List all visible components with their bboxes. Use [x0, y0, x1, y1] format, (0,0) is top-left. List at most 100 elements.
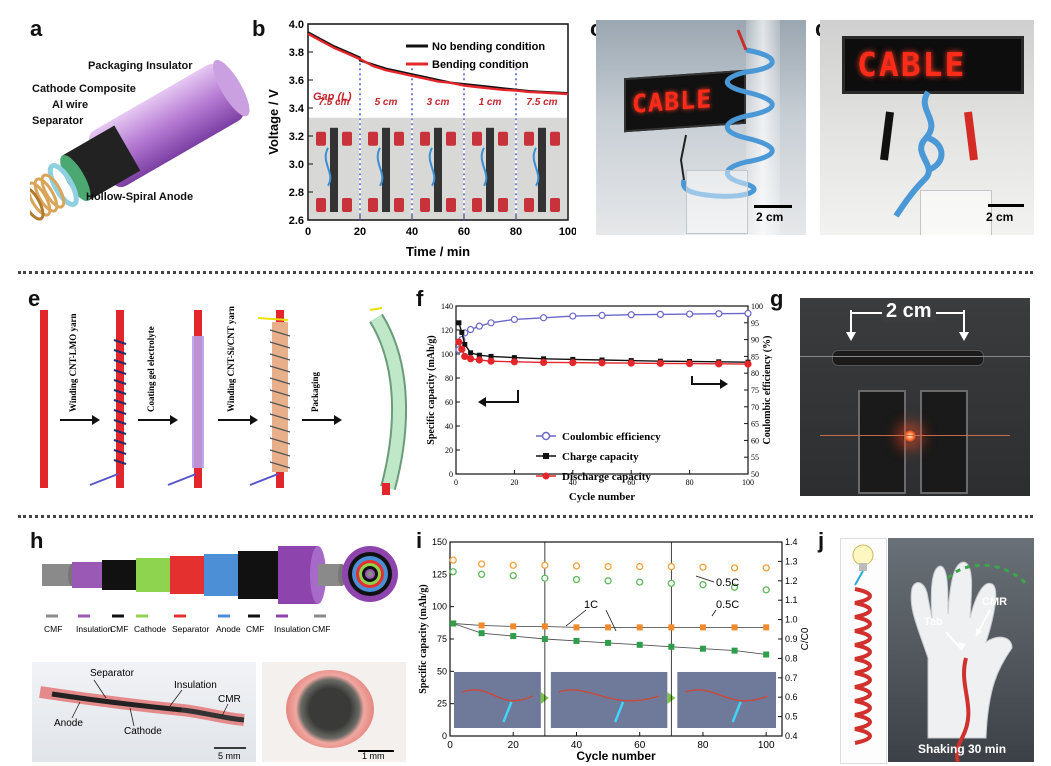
layer-cathode [136, 558, 170, 592]
x-tick-label: 100 [559, 226, 576, 238]
si-cnt-winding [272, 322, 288, 472]
led-sign-text: CABLE [857, 45, 967, 84]
operation-photos-strip [454, 671, 776, 728]
y-tick-label: 0 [442, 731, 447, 741]
x-tick-label: 100 [742, 478, 754, 487]
label-cmr: CMR [982, 596, 1008, 608]
y-tick-label: 3.6 [289, 75, 304, 87]
data-point [699, 624, 706, 631]
data-point [456, 320, 462, 326]
data-point [488, 353, 494, 359]
y-tick-label: 60 [445, 398, 453, 407]
legend-label: Anode [216, 624, 241, 634]
scale-label-5mm: 5 mm [218, 751, 241, 761]
cable-wire [376, 147, 384, 187]
data-point [541, 623, 548, 630]
y-axis-title: Voltage / V [266, 89, 281, 155]
data-point [487, 357, 495, 365]
data-point [636, 578, 644, 586]
layer-insulation-inner [72, 562, 102, 588]
y2-tick-label: 50 [751, 470, 759, 479]
y-tick-label: 150 [432, 537, 447, 547]
panel-label-g: g [770, 286, 784, 311]
data-point [667, 562, 675, 571]
wheel-icon [446, 198, 456, 212]
gap-value-label: 3 cm [427, 97, 450, 108]
data-point [569, 312, 577, 320]
layer-cmf-outer [238, 551, 278, 599]
y2-tick-label: 70 [751, 403, 759, 412]
data-point [604, 577, 612, 585]
legend-label: Insulation [76, 624, 113, 634]
gap-value-label: 7.5 cm [526, 97, 557, 108]
data-point [449, 568, 457, 576]
data-point [715, 310, 723, 318]
x-tick-label: 60 [458, 226, 470, 238]
series-line [458, 312, 749, 350]
caption-shaking: Shaking 30 min [918, 742, 1007, 756]
y-tick-label: 25 [437, 699, 447, 709]
data-point [466, 325, 475, 334]
data-point [627, 311, 635, 319]
x-tick-label: 20 [354, 226, 366, 238]
step-label-3: Winding CNT-Si/CNT yarn [226, 306, 236, 412]
data-point [461, 352, 469, 361]
x-tick-label: 20 [508, 740, 520, 751]
al-wire-layer [60, 155, 91, 202]
data-point [510, 358, 519, 366]
photo-label-anode: Anode [54, 718, 83, 729]
legend-label: Insulation [274, 624, 311, 634]
label-al-wire: Al wire [52, 99, 88, 111]
data-point [569, 359, 577, 367]
y2-tick-label: 100 [751, 302, 763, 311]
annotation-05c-upper: 0.5C [716, 577, 739, 589]
operation-photo [677, 671, 776, 728]
y2-tick-label: 0.8 [785, 653, 798, 663]
data-point [462, 341, 468, 347]
electrode-pad-right [920, 390, 968, 494]
scale-bar [754, 205, 792, 208]
gap-value-label: 1 cm [479, 97, 502, 108]
data-point [573, 624, 580, 631]
glowing-cable [731, 701, 742, 723]
y-tick-label: 0 [449, 470, 453, 479]
wheel-icon [368, 131, 378, 146]
cnt-core-bare [40, 310, 48, 488]
y2-tick-label: 90 [751, 336, 759, 345]
car-body [538, 127, 546, 212]
electrode-pad-left [858, 390, 906, 494]
bending-photos-strip [309, 117, 567, 220]
row-separator-1 [18, 271, 1033, 274]
photo-cable-cross-section-side: Separator Insulation Anode Cathode CMR 5… [32, 662, 256, 762]
series-line [458, 322, 749, 363]
photo-label-separator: Separator [90, 668, 134, 679]
x-tick-label: 20 [510, 478, 518, 487]
data-point [450, 620, 457, 627]
photo-glove-cable: Tab CMR Shaking 30 min [888, 538, 1034, 762]
data-point [715, 360, 723, 368]
data-point [468, 350, 474, 356]
wheel-icon [394, 198, 404, 212]
legend-no-bending: No bending condition [432, 41, 545, 53]
led-light [903, 429, 917, 443]
data-point [605, 639, 612, 646]
bulb-icon [852, 544, 874, 566]
y2-tick-label: 65 [751, 420, 759, 429]
data-point [730, 583, 739, 591]
photo-label-cmr: CMR [218, 694, 241, 705]
step-label-2: Coating gel electrolyte [146, 326, 156, 412]
wheel-icon [498, 198, 508, 212]
y-tick-label: 3.4 [289, 103, 305, 115]
x-tick-label: 0 [447, 740, 453, 751]
cmf-core-end [42, 564, 72, 586]
y-tick-label: 120 [441, 326, 453, 335]
data-point [668, 624, 675, 631]
data-point [449, 556, 457, 564]
data-point [699, 645, 706, 652]
y-tick-label: 100 [441, 350, 453, 359]
scale-label-1mm: 1 mm [362, 751, 385, 761]
gel-electrolyte-coating [192, 336, 204, 468]
arrow-to-right-axis [691, 376, 728, 389]
data-point [731, 647, 738, 654]
